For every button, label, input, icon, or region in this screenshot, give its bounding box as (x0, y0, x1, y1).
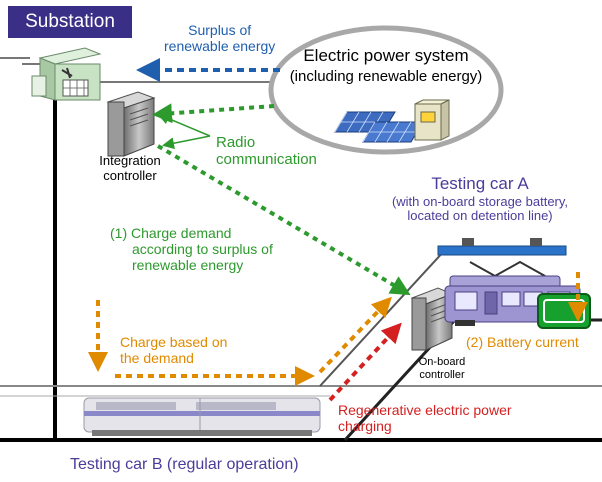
arrows (88, 58, 588, 402)
testing-car-a-icon (437, 238, 591, 329)
substation-badge: Substation (8, 6, 132, 38)
onboard-controller-label: On-board controller (418, 356, 466, 381)
battery-current-label: (2) Battery current (466, 334, 579, 350)
substation-building-icon (31, 47, 102, 101)
car-b-label: Testing car B (regular operation) (70, 456, 299, 473)
integration-controller-label: Integration controller (99, 153, 161, 183)
integration-controller-icon (106, 91, 156, 157)
overhead-line (0, 57, 300, 83)
testing-car-b-icon (83, 397, 321, 436)
radio-communication-label: Radio communication (216, 134, 317, 169)
charge-demand-label: (1) Charge demand according to surplus o… (110, 225, 273, 274)
power-system-label: Electric power system (including renewab… (289, 46, 483, 85)
charge-based-label: Charge based on the demand (120, 334, 228, 367)
surplus-label: Surplus of renewable energy (164, 22, 276, 55)
regen-label: Regenerative electric power charging (338, 402, 512, 435)
car-a-title: Testing car A (with on-board storage bat… (391, 174, 569, 224)
power-conditioner-icon (414, 99, 450, 141)
